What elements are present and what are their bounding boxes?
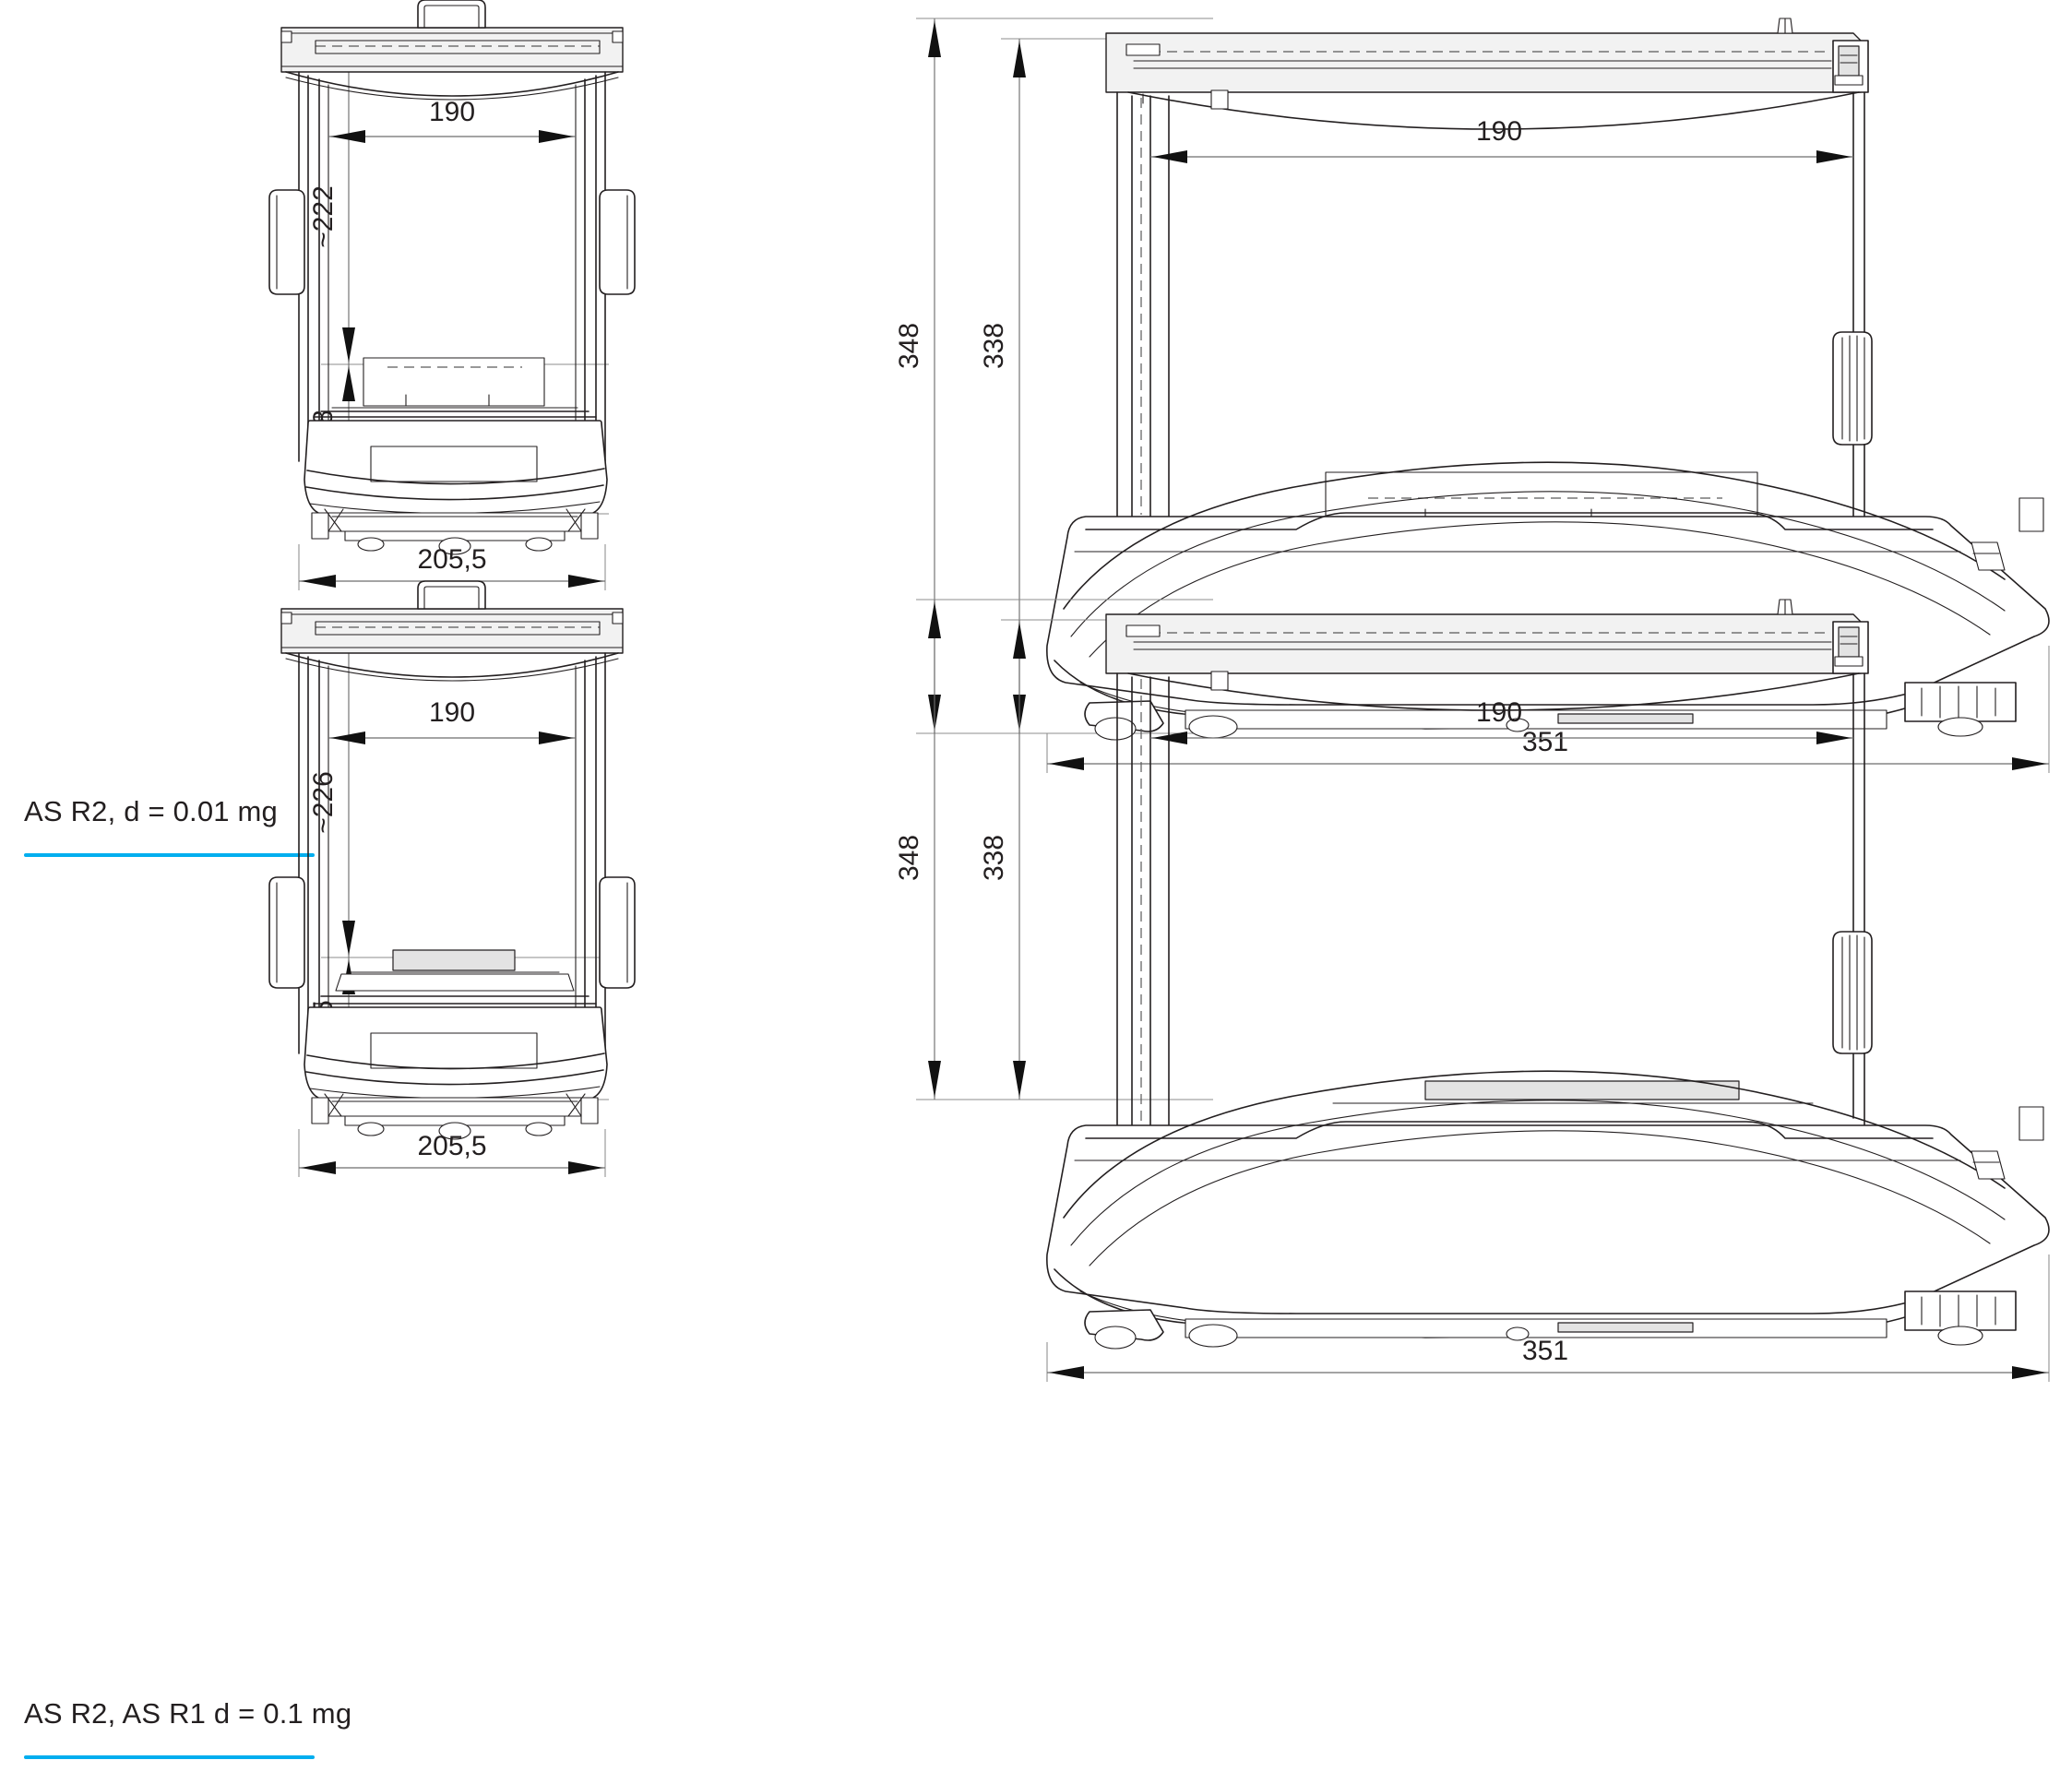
display-window [370,1032,538,1069]
top-cover-side [1105,613,1862,674]
bottom-rail [1185,1318,1887,1338]
side-port [1971,1150,2006,1180]
left-door-handle[interactable] [268,876,305,989]
foot-left [311,1097,329,1124]
foot-left [311,512,329,540]
dim-chamber-width-top: 190 [328,97,576,143]
levelling-foot [1188,1324,1238,1348]
side-view-bottom: 348 338 [894,581,2053,1504]
levelling-foot [525,1122,553,1136]
levelling-foot [1094,717,1137,741]
dim-label-overall-width: 205,5 [417,544,486,575]
side-door-handle[interactable] [1832,331,1873,446]
dim-label-overall-depth-inner: 338 [979,835,1009,881]
caption-rule-top [24,853,315,857]
dim-label-overall-length: 351 [1522,727,1568,757]
levelling-foot [1937,717,1983,737]
weighing-pan [363,357,545,407]
front-view-bottom: ~226 ~105 [268,580,950,1504]
dim-label-chamber-width: 190 [429,697,475,728]
dim-label-chamber-height: ~222 [308,185,339,248]
right-door-handle[interactable] [599,189,636,295]
levelling-foot [357,1122,385,1136]
dim-label-overall-depth-outer: 348 [894,835,924,881]
levelling-foot [1937,1326,1983,1346]
front-view-top: ~222 ~108 [268,0,950,793]
left-door-handle[interactable] [268,189,305,295]
dim-overall-length-top: 351 [1046,646,2050,773]
display-window [370,446,538,482]
dim-chamber-depth-bottom: 190 [1150,697,1853,744]
dim-chamber-height-bottom: ~226 [308,615,609,958]
dim-label-chamber-depth: 190 [1476,116,1522,147]
top-cover [280,608,624,654]
caption-rule-bottom [24,1755,315,1759]
foot-right [580,1097,599,1124]
dim-label-chamber-height: ~226 [308,771,339,834]
dim-overall-width-bottom: 205,5 [298,1129,606,1177]
lid-handle [417,580,486,610]
dim-label-chamber-depth: 190 [1476,697,1522,728]
dim-label-overall-depth-outer: 348 [894,323,924,369]
cover-latch-left [1125,43,1161,56]
levelling-foot [1506,718,1530,732]
levelling-foot [525,537,553,552]
right-door-handle[interactable] [599,876,636,989]
levelling-foot [1506,1326,1530,1341]
dim-label-chamber-width: 190 [429,97,475,127]
dim-label-overall-depth-inner: 338 [979,323,1009,369]
dim-overall-depth-inner-bottom: 338 [979,619,1222,1100]
pan-side [1325,471,1758,517]
dim-label-overall-length: 351 [1522,1336,1568,1366]
levelling-foot [438,1122,471,1140]
side-door-handle[interactable] [1832,931,1873,1054]
bottom-plate [318,512,591,532]
dim-overall-length-bottom: 351 [1046,1255,2050,1382]
weighing-pan [392,949,516,971]
dim-chamber-depth-top: 190 [1150,116,1853,163]
dim-overall-depth-outer-bottom: 348 [894,599,1213,1100]
housing-side [1046,1124,2050,1314]
levelling-foot [438,537,471,555]
lid-handle [417,0,486,29]
balance-front-body [268,0,636,555]
levelling-foot [357,537,385,552]
dim-chamber-width-bottom: 190 [328,697,576,744]
caption-figure-top: AS R2, d = 0.01 mg [24,795,279,827]
foot-front [1904,1290,2017,1331]
side-port [1971,541,2006,571]
top-cover [280,27,624,73]
pan-side [1424,1080,1740,1100]
levelling-foot [1094,1326,1137,1350]
bottom-rail [1185,709,1887,730]
balance-side-body [1046,599,2050,1350]
caption-figure-bottom: AS R2, AS R1 d = 0.1 mg [24,1697,352,1730]
dim-label-overall-width: 205,5 [417,1131,486,1161]
top-cover-side [1105,32,1862,93]
cover-latch-left [1125,624,1161,637]
balance-front-body [268,580,636,1140]
foot-front [1904,682,2017,722]
foot-right [580,512,599,540]
bottom-plate [318,1097,591,1117]
